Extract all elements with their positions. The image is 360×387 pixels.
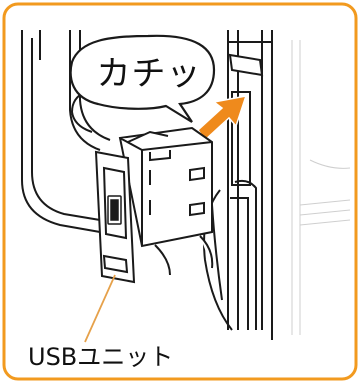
usb-port-icon	[107, 195, 122, 225]
leader-line	[84, 274, 116, 343]
usb-unit-module	[118, 126, 214, 276]
callout-text: カチッ	[96, 53, 202, 94]
device-housing	[21, 30, 273, 340]
usb-unit-label: USBユニット	[28, 343, 174, 371]
arrow-right-icon	[197, 95, 248, 142]
device-side-panel	[291, 40, 351, 335]
speech-bubble	[69, 34, 216, 123]
